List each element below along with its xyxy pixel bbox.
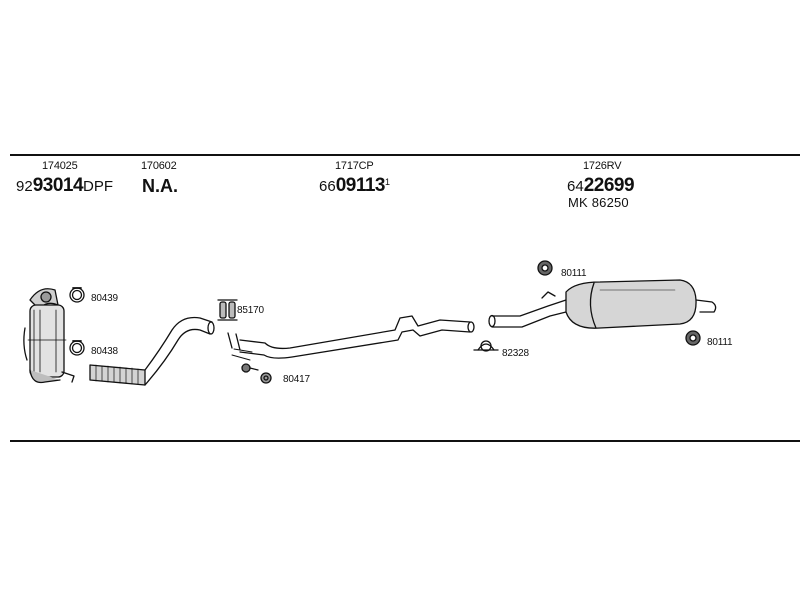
middle-pipe (227, 315, 475, 361)
pn-main: 22699 (583, 175, 635, 196)
bottom-rule (10, 440, 800, 442)
code-170602: 170602 (141, 160, 177, 172)
rubber-ring-80111-right-icon (685, 330, 701, 346)
pn-main: 09113 (335, 175, 386, 196)
front-pipe-flex (89, 316, 215, 386)
clamp-82328-icon (473, 340, 499, 352)
pn-suffix: DPF (83, 178, 114, 195)
pn-prefix: 66 (319, 178, 336, 195)
part-label-82328: 82328 (502, 348, 529, 359)
hanger-85170-icon (217, 299, 238, 321)
part-number-rear-silencer: 6422699 (567, 175, 635, 196)
part-label-85170: 85170 (237, 305, 264, 316)
clamp-80438-icon (69, 340, 85, 356)
part-label-80438: 80438 (91, 346, 118, 357)
pn-prefix: 64 (567, 178, 584, 195)
code-1717cp: 1717CP (335, 160, 374, 172)
part-label-80111-right: 80111 (707, 337, 733, 348)
code-1726rv: 1726RV (583, 160, 622, 172)
diesel-particulate-filter (23, 288, 75, 384)
top-rule (10, 154, 800, 156)
bolt-80417-icon (241, 363, 272, 384)
clamp-80439-icon (69, 287, 85, 303)
pn-superscript: 1 (384, 177, 390, 187)
pn-prefix: 92 (16, 178, 33, 195)
code-174025: 174025 (42, 160, 78, 172)
rubber-ring-80111-top-icon (537, 260, 553, 276)
part-label-80111-top: 80111 (561, 268, 587, 279)
rear-pipe (488, 291, 567, 328)
part-label-80439: 80439 (91, 293, 118, 304)
part-number-middle-pipe: 66091131 (319, 176, 390, 195)
part-label-80417: 80417 (283, 374, 310, 385)
not-available-label: N.A. (142, 176, 178, 196)
pn-main: 93014 (32, 175, 84, 196)
mounting-kit-label: MK 86250 (568, 195, 629, 210)
rear-silencer (565, 279, 717, 329)
part-number-dpf: 9293014DPF (16, 176, 113, 195)
